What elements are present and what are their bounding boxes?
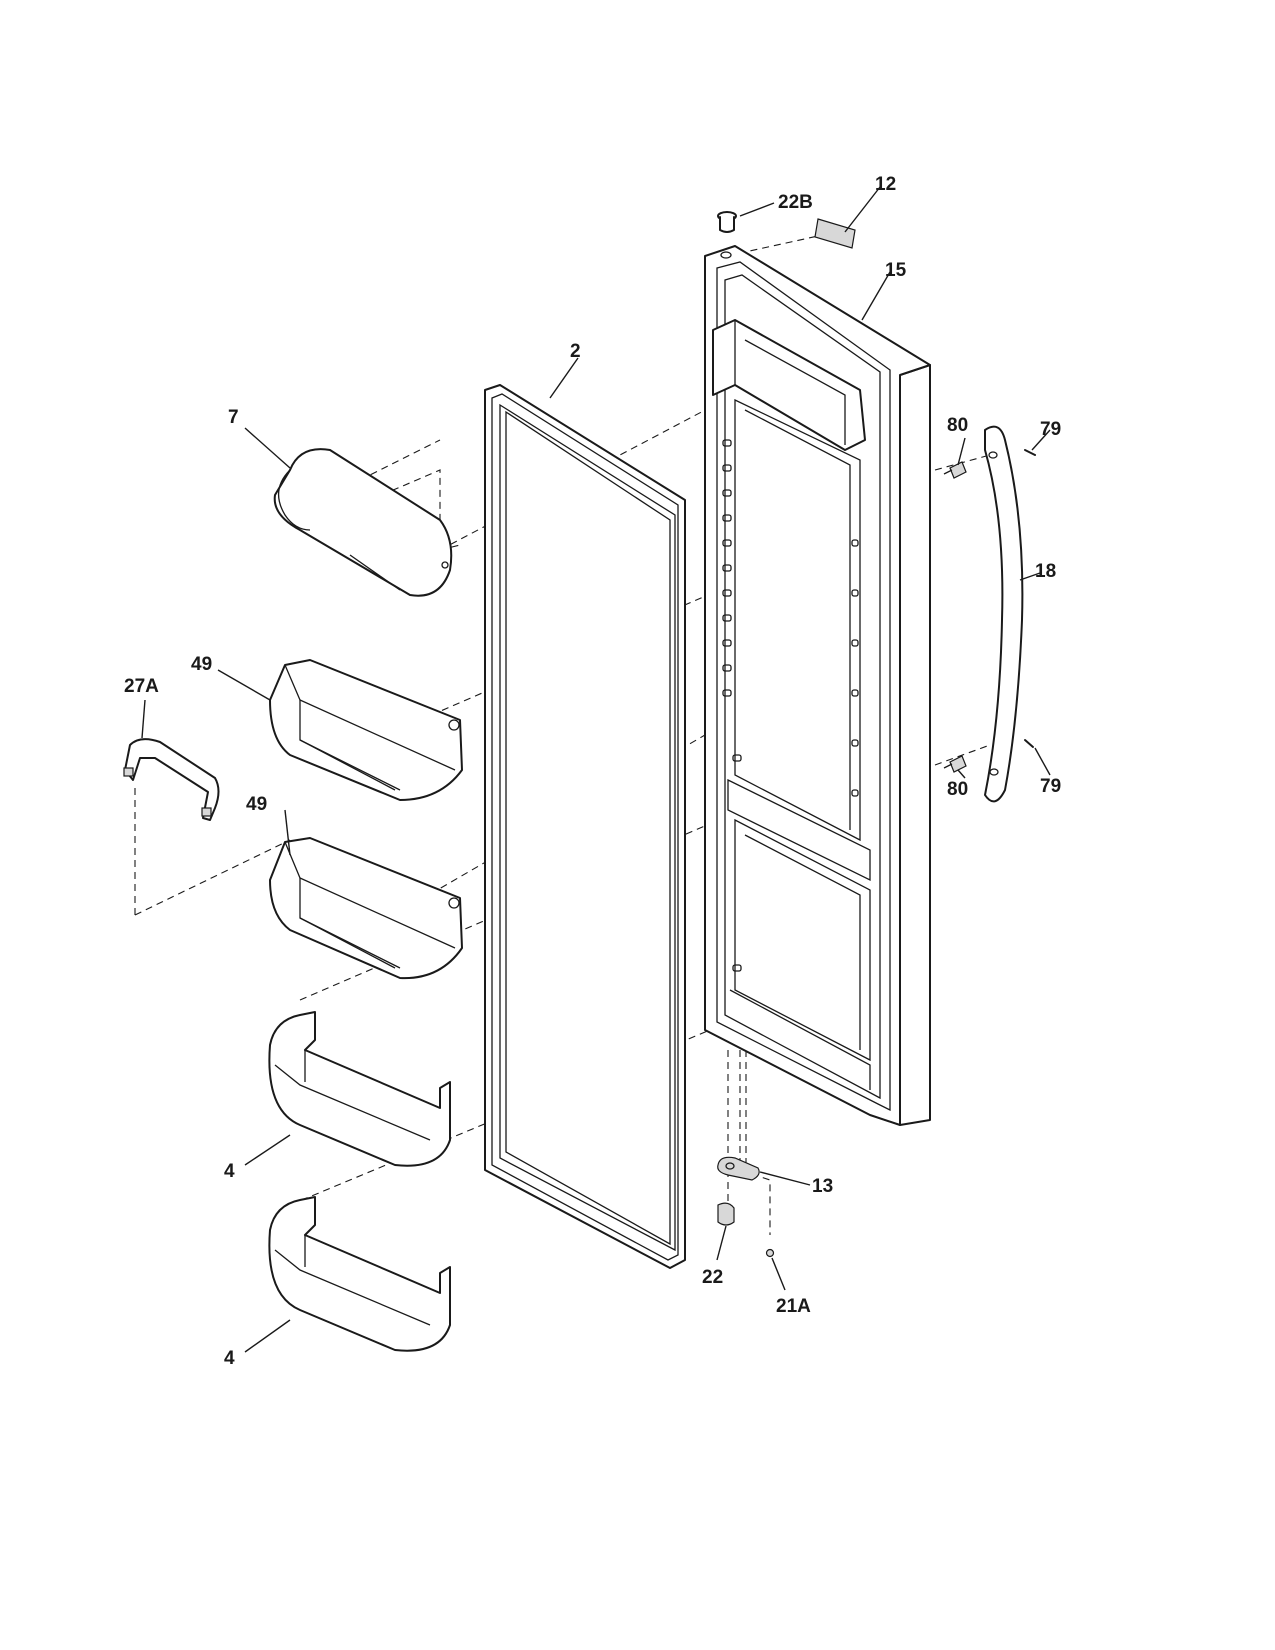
dairy-door-part-7 [273, 448, 453, 597]
callout-18: 18 [1035, 561, 1056, 582]
door-bin-part-4-lower [268, 1196, 451, 1352]
callout-4-upper: 4 [224, 1161, 235, 1182]
callout-22: 22 [702, 1267, 723, 1288]
door-bin-part-4-upper [268, 1011, 451, 1167]
door-handle-part-18 [984, 425, 1024, 803]
door-bin-part-49-upper [269, 659, 463, 801]
callout-80-lower: 80 [947, 779, 968, 800]
callout-49-lower: 49 [246, 794, 267, 815]
set-screw-part-79-lower [1024, 739, 1034, 748]
nameplate-part-12 [814, 218, 856, 249]
screw-part-21A [765, 1248, 775, 1258]
callout-80-upper: 80 [947, 415, 968, 436]
handle-stud-part-80-upper [943, 461, 967, 479]
set-screw-part-79-upper [1024, 449, 1036, 456]
callout-49-upper: 49 [191, 654, 212, 675]
hinge-bushing-part-22B [717, 211, 737, 233]
door-bin-part-49-lower [269, 837, 463, 980]
leader-lines [141, 186, 1051, 1353]
callout-2: 2 [570, 341, 581, 362]
hinge-plate-part-13 [717, 1156, 760, 1181]
callout-27A: 27A [124, 676, 159, 697]
callout-79-upper: 79 [1040, 419, 1061, 440]
callout-labels: 22B 12 15 2 7 80 79 18 49 27A 49 80 79 4… [124, 174, 1061, 1369]
handle-stud-part-80-lower [943, 755, 967, 773]
door-liner-part-15 [704, 245, 931, 1126]
callout-4-lower: 4 [224, 1348, 235, 1369]
callout-13: 13 [812, 1176, 833, 1197]
door-gasket-part-2 [484, 384, 686, 1269]
hinge-bushing-part-22 [717, 1202, 735, 1226]
callout-12: 12 [875, 174, 896, 195]
callout-15: 15 [885, 260, 907, 281]
clip-part-27A [123, 738, 220, 821]
callout-79-lower: 79 [1040, 776, 1061, 797]
shelf-studs [722, 439, 859, 972]
callout-7: 7 [228, 407, 239, 428]
callout-22B: 22B [778, 192, 813, 213]
callout-21A: 21A [776, 1296, 811, 1317]
